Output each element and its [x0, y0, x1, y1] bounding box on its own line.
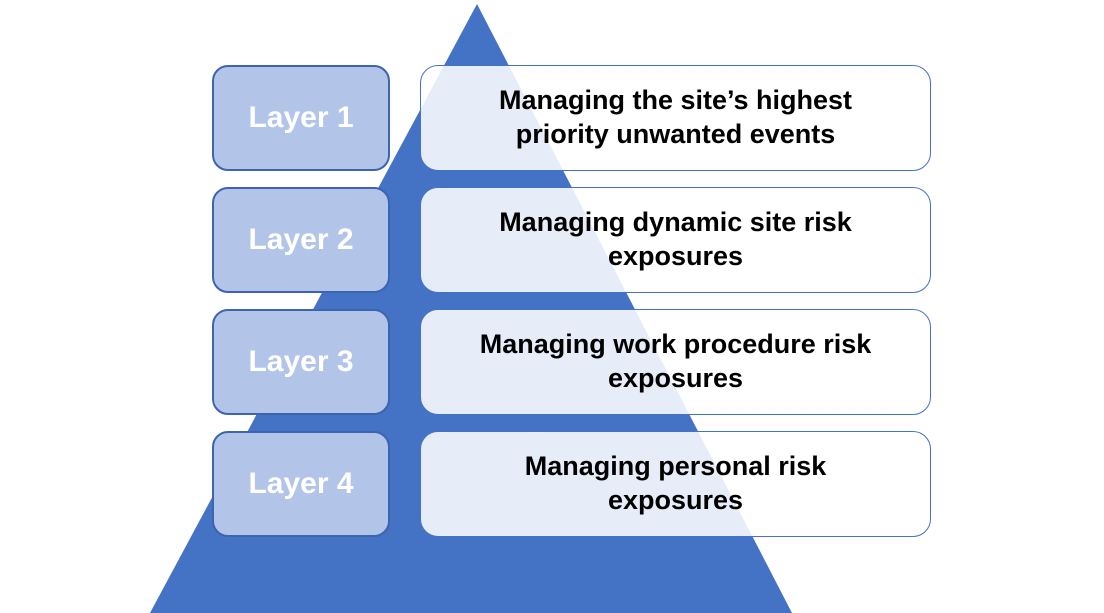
layer-3-label-text: Layer 3 [248, 345, 354, 378]
layer-3-label-box: Layer 3 [212, 309, 390, 415]
layer-1-label-box: Layer 1 [212, 65, 390, 171]
layer-2-label-text: Layer 2 [248, 223, 354, 256]
layer-2-description-text: Managing dynamic site risk exposures [499, 207, 852, 271]
layer-4-description-text: Managing personal risk exposures [524, 451, 827, 515]
layer-1-description-box: Managing the site’s highest priority unw… [420, 65, 931, 171]
layer-4-description-box: Managing personal risk exposures [420, 431, 931, 537]
layer-4-label-box: Layer 4 [212, 431, 390, 537]
layer-1-description-text: Managing the site’s highest priority unw… [498, 85, 853, 149]
layer-3-description-box: Managing work procedure risk exposures [420, 309, 931, 415]
layer-2-description-box: Managing dynamic site risk exposures [420, 187, 931, 293]
layer-3-description-text: Managing work procedure risk exposures [479, 329, 872, 393]
layer-1-label-text: Layer 1 [248, 101, 354, 134]
layer-4-label-text: Layer 4 [248, 467, 354, 500]
layer-2-label-box: Layer 2 [212, 187, 390, 293]
